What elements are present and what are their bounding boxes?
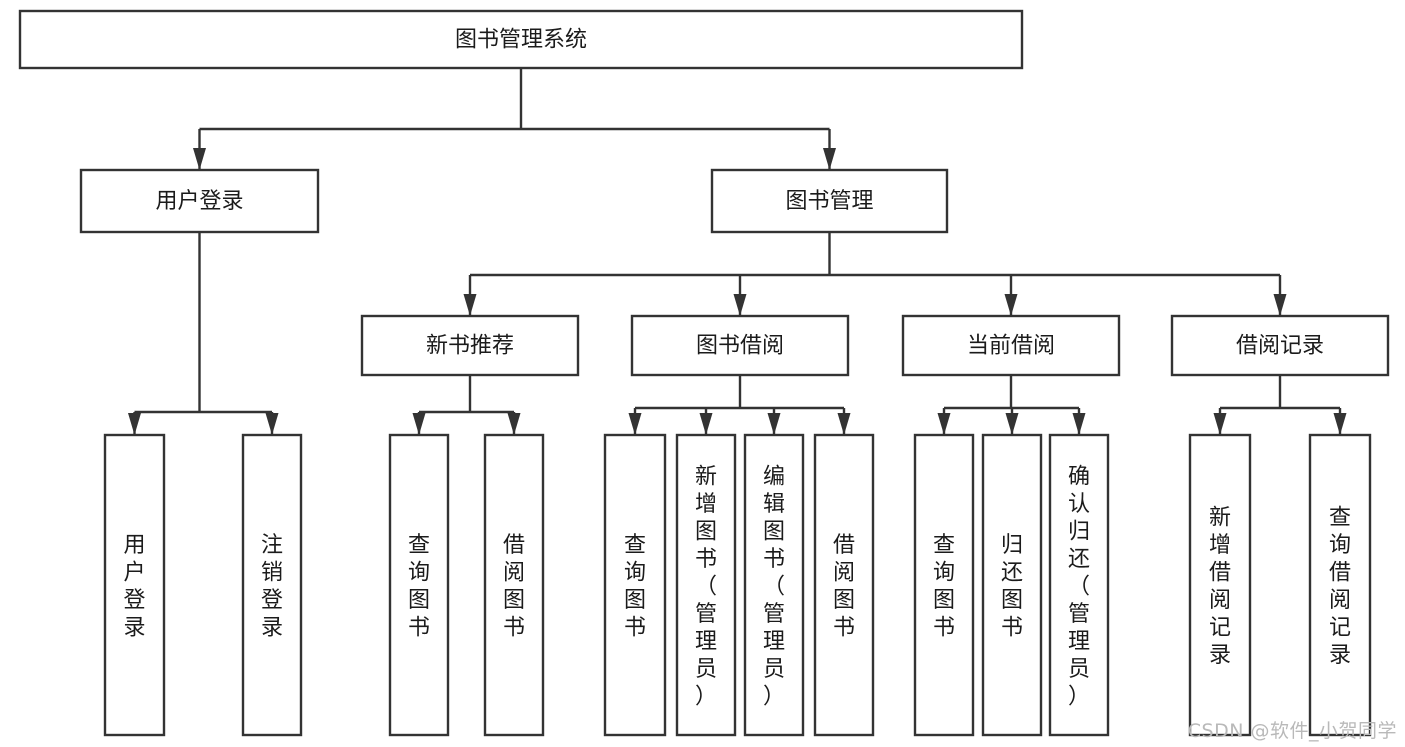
node-label-root: 图书管理系统 xyxy=(455,28,587,53)
node-box-user-login xyxy=(79,168,320,234)
node-box-current-borrow xyxy=(901,314,1121,377)
node-box-leaf-logout xyxy=(241,433,303,737)
arrowhead-leaf-add-book xyxy=(699,413,713,435)
node-user-login[interactable]: 用户登录 xyxy=(79,168,320,234)
node-label-book-manage: 图书管理 xyxy=(785,189,873,214)
node-box-book-borrow xyxy=(630,314,850,377)
node-label-leaf-add-record: 新增借阅记录 xyxy=(1209,506,1231,669)
arrowhead-book-borrow xyxy=(733,294,747,316)
node-label-book-borrow: 图书借阅 xyxy=(696,334,784,359)
edge-layer xyxy=(128,68,1347,435)
node-book-manage[interactable]: 图书管理 xyxy=(710,168,949,234)
node-leaf-query-book-1[interactable]: 查询图书 xyxy=(388,433,450,737)
node-root[interactable]: 图书管理系统 xyxy=(18,9,1024,70)
arrowhead-current-borrow xyxy=(1004,294,1018,316)
node-current-borrow[interactable]: 当前借阅 xyxy=(901,314,1121,377)
node-label-leaf-confirm-return: 确认归还（管理员） xyxy=(1068,464,1090,709)
node-box-leaf-query-book-2 xyxy=(603,433,667,737)
node-label-borrow-record: 借阅记录 xyxy=(1236,334,1324,359)
arrowhead-book-manage xyxy=(823,148,836,170)
node-box-leaf-borrow-book-1 xyxy=(483,433,545,737)
node-new-book-rec[interactable]: 新书推荐 xyxy=(360,314,580,377)
arrowhead-leaf-query-book-1 xyxy=(412,413,426,435)
csdn-watermark: CSDN @软件_小贺同学 xyxy=(1187,720,1397,742)
arrowhead-leaf-edit-book xyxy=(767,413,781,435)
node-leaf-query-book-3[interactable]: 查询图书 xyxy=(913,433,975,737)
node-leaf-add-book[interactable]: 新增图书（管理员） xyxy=(675,433,737,737)
arrowhead-leaf-logout xyxy=(265,413,279,435)
arrowhead-leaf-return-book xyxy=(1005,413,1019,435)
node-box-leaf-confirm-return xyxy=(1048,433,1110,737)
node-book-borrow[interactable]: 图书借阅 xyxy=(630,314,850,377)
node-box-leaf-query-record xyxy=(1308,433,1372,737)
node-leaf-user-login[interactable]: 用户登录 xyxy=(103,433,166,737)
node-box-new-book-rec xyxy=(360,314,580,377)
node-leaf-query-record[interactable]: 查询借阅记录 xyxy=(1308,433,1372,737)
node-label-user-login: 用户登录 xyxy=(155,189,243,214)
node-label-leaf-return-book: 归还图书 xyxy=(1001,533,1023,641)
node-label-leaf-query-book-1: 查询图书 xyxy=(408,533,430,641)
arrowhead-user-login xyxy=(193,148,206,170)
node-leaf-confirm-return[interactable]: 确认归还（管理员） xyxy=(1048,433,1110,737)
arrowhead-leaf-borrow-book-1 xyxy=(507,413,521,435)
node-box-root xyxy=(18,9,1024,70)
node-box-leaf-query-book-1 xyxy=(388,433,450,737)
node-box-borrow-record xyxy=(1170,314,1390,377)
node-leaf-borrow-book-1[interactable]: 借阅图书 xyxy=(483,433,545,737)
arrowhead-leaf-query-record xyxy=(1333,413,1347,435)
node-box-leaf-return-book xyxy=(981,433,1043,737)
node-box-book-manage xyxy=(710,168,949,234)
node-leaf-logout[interactable]: 注销登录 xyxy=(241,433,303,737)
node-label-leaf-borrow-book-2: 借阅图书 xyxy=(833,533,855,641)
node-label-leaf-user-login: 用户登录 xyxy=(123,533,145,641)
node-box-leaf-add-record xyxy=(1188,433,1252,737)
node-label-leaf-query-book-2: 查询图书 xyxy=(624,533,646,641)
arrowhead-leaf-query-book-3 xyxy=(937,413,951,435)
node-label-leaf-query-book-3: 查询图书 xyxy=(933,533,955,641)
node-leaf-add-record[interactable]: 新增借阅记录 xyxy=(1188,433,1252,737)
node-label-current-borrow: 当前借阅 xyxy=(967,334,1055,359)
node-leaf-borrow-book-2[interactable]: 借阅图书 xyxy=(813,433,875,737)
node-label-leaf-borrow-book-1: 借阅图书 xyxy=(503,533,525,641)
node-label-leaf-query-record: 查询借阅记录 xyxy=(1329,506,1351,669)
arrowhead-new-book-rec xyxy=(463,294,477,316)
node-label-leaf-logout: 注销登录 xyxy=(261,533,283,641)
node-box-leaf-edit-book xyxy=(743,433,805,737)
node-box-leaf-query-book-3 xyxy=(913,433,975,737)
node-box-leaf-borrow-book-2 xyxy=(813,433,875,737)
node-box-leaf-user-login xyxy=(103,433,166,737)
arrowhead-borrow-record xyxy=(1273,294,1287,316)
node-leaf-query-book-2[interactable]: 查询图书 xyxy=(603,433,667,737)
node-leaf-edit-book[interactable]: 编辑图书（管理员） xyxy=(743,433,805,737)
node-label-new-book-rec: 新书推荐 xyxy=(426,334,514,359)
arrowhead-leaf-query-book-2 xyxy=(628,413,642,435)
node-label-leaf-edit-book: 编辑图书（管理员） xyxy=(763,464,785,709)
node-borrow-record[interactable]: 借阅记录 xyxy=(1170,314,1390,377)
arrowhead-leaf-borrow-book-2 xyxy=(837,413,851,435)
node-box-leaf-add-book xyxy=(675,433,737,737)
arrowhead-leaf-add-record xyxy=(1213,413,1227,435)
arrowhead-leaf-user-login xyxy=(128,413,141,435)
node-leaf-return-book[interactable]: 归还图书 xyxy=(981,433,1043,737)
arrowhead-leaf-confirm-return xyxy=(1072,413,1086,435)
node-label-leaf-add-book: 新增图书（管理员） xyxy=(695,464,717,709)
node-layer: 图书管理系统用户登录图书管理新书推荐图书借阅当前借阅借阅记录用户登录注销登录查询… xyxy=(18,9,1390,737)
